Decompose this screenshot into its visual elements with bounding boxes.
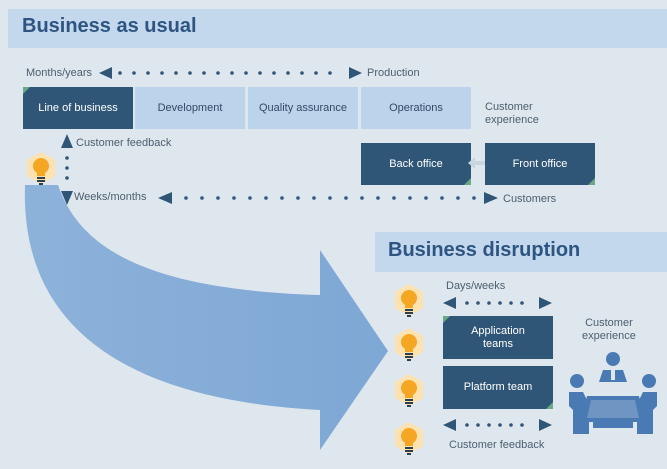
weeks-months-label: Weeks/months — [74, 191, 147, 203]
lightbulb-icon — [27, 152, 55, 185]
customer-feedback-label: Customer feedback — [76, 137, 172, 149]
stage-development: Development — [135, 87, 245, 129]
stage-quality-assurance: Quality assurance — [248, 87, 358, 129]
stage-operations: Operations — [361, 87, 471, 129]
platform-team-label: Platform team — [463, 381, 533, 393]
business-as-usual-title: Business as usual — [22, 15, 197, 37]
customer-feedback-label: Customer feedback — [449, 439, 545, 451]
customer-experience-label: Customer experience — [582, 317, 636, 342]
stage-label: Development — [157, 101, 223, 114]
lightbulb-icon — [395, 422, 423, 455]
back-office-label: Back office — [389, 157, 443, 170]
lightbulb-icon — [395, 284, 423, 317]
months-years-label: Months/years — [26, 67, 93, 79]
application-teams-box: Application teams — [443, 316, 553, 359]
lightbulb-icon — [395, 374, 423, 407]
back-office-box: Back office — [361, 143, 471, 185]
days-weeks-label: Days/weeks — [446, 280, 506, 292]
customers-label: Customers — [503, 193, 557, 205]
application-teams-label: Application teams — [471, 324, 525, 350]
production-label: Production — [367, 67, 420, 79]
front-office-box: Front office — [485, 143, 595, 185]
stage-label: Operations — [389, 101, 443, 114]
meeting-table-icon — [569, 352, 657, 434]
business-disruption-title: Business disruption — [388, 239, 581, 261]
customer-experience-label: Customer experience — [485, 101, 539, 126]
business-as-usual-banner — [8, 9, 667, 48]
stage-label: Quality assurance — [258, 101, 348, 114]
lightbulb-icon — [395, 328, 423, 361]
stage-label: Line of business — [38, 101, 118, 114]
business-disruption-banner — [375, 232, 667, 272]
stage-line-of-business: Line of business — [23, 87, 133, 129]
front-office-label: Front office — [512, 157, 568, 170]
platform-team-box: Platform team — [443, 366, 553, 409]
